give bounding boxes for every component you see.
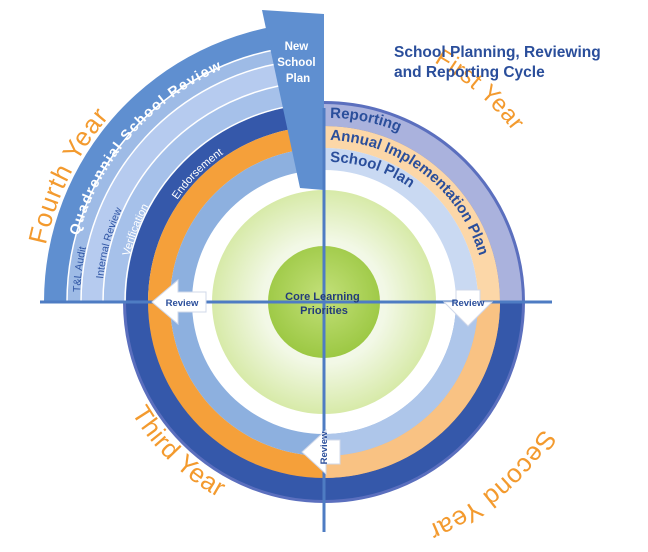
title-line-1: School Planning, Reviewing — [394, 44, 601, 61]
core-learning-label: Core Learning Priorities — [285, 291, 363, 317]
new-school-plan-label: New School Plan — [277, 41, 319, 85]
first-year-bands — [324, 104, 522, 302]
review-arrow-left — [151, 278, 207, 326]
review-label-bottom: Review — [319, 431, 330, 464]
review-arrow-bottom — [301, 428, 341, 476]
diagram-title: School Planning, Reviewing and Reporting… — [394, 43, 634, 83]
review-label-right: Review — [452, 298, 485, 309]
review-arrow-right — [442, 289, 494, 327]
title-line-2: and Reporting Cycle — [394, 64, 545, 81]
review-label-left: Review — [166, 298, 199, 309]
new-school-plan-wedge — [262, 10, 324, 190]
